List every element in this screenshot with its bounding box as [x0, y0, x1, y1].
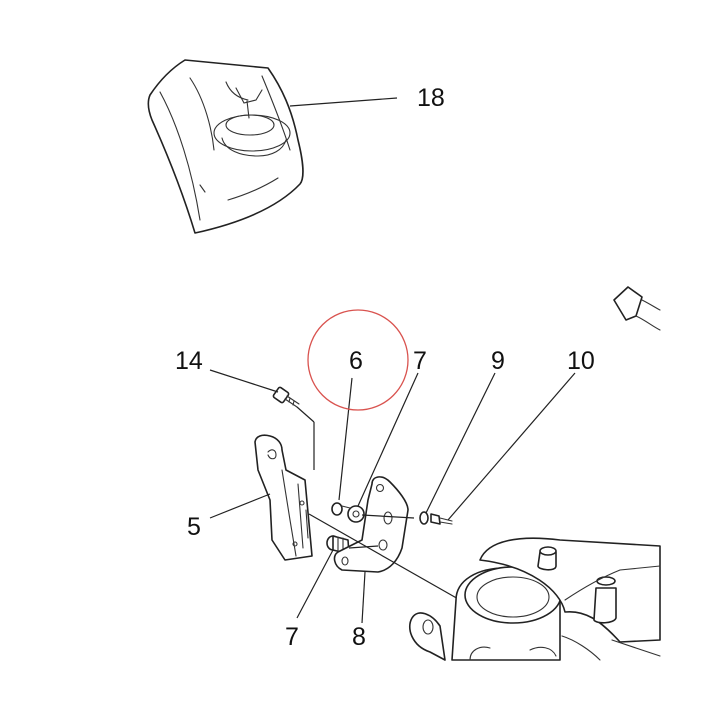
part-10-screw	[430, 513, 453, 525]
callout-labels: 18 14 6 7 9 10 5 7 8	[175, 84, 595, 651]
leader-14	[209, 369, 279, 393]
leader-6	[338, 377, 353, 501]
callout-8: 8	[352, 623, 366, 651]
leader-8	[361, 571, 366, 624]
part-5-bracket	[254, 434, 313, 561]
part-9-washer	[419, 511, 429, 525]
leader-9	[425, 372, 496, 514]
part-8-plate	[333, 476, 409, 573]
leader-5	[209, 493, 271, 519]
leader-10	[447, 372, 576, 521]
part-6-spacer	[331, 502, 365, 523]
assembly-centerlines	[296, 406, 461, 601]
callout-6: 6	[349, 347, 363, 375]
part-14-bolt	[272, 386, 300, 408]
connector-fragment	[613, 286, 661, 331]
callout-7-top: 7	[413, 347, 427, 375]
callout-18: 18	[417, 84, 445, 112]
callout-9: 9	[491, 347, 505, 375]
highlight-circle	[307, 309, 409, 411]
callout-10: 10	[567, 347, 595, 375]
callout-7-bottom: 7	[285, 623, 299, 651]
leader-7-top	[357, 372, 419, 507]
leader-7-bottom	[296, 549, 334, 619]
callout-5: 5	[187, 513, 201, 541]
callout-14: 14	[175, 347, 203, 375]
part-18-housing	[147, 59, 304, 234]
leader-lines	[209, 97, 576, 624]
manifold-housing	[408, 537, 661, 661]
leader-18	[289, 97, 398, 107]
